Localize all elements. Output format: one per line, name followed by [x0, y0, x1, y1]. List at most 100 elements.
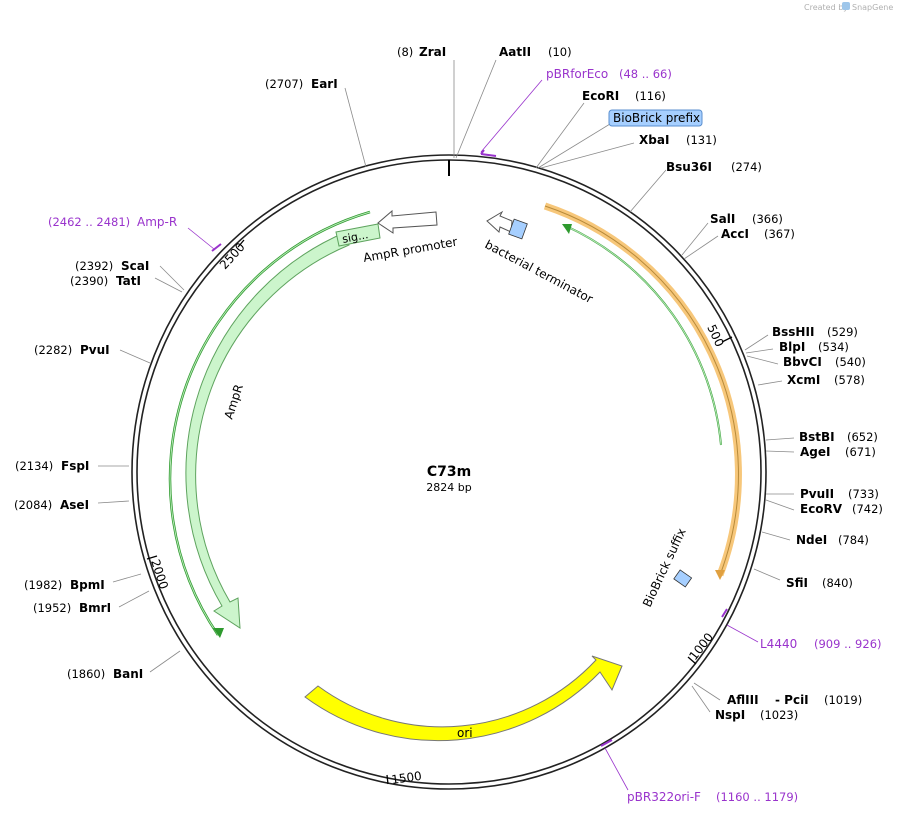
site-pos-pcii: (1019) — [824, 693, 862, 707]
site-name-pcii[interactable]: - PciI — [775, 693, 809, 707]
created-by-text: Created by — [804, 3, 848, 12]
site-pos-bsshii: (529) — [827, 325, 858, 339]
site-pos-bsu36i: (274) — [731, 160, 762, 174]
site-pos-ecori: (116) — [635, 89, 666, 103]
tick-label-2000: 2000 — [148, 558, 171, 591]
ori-feature-label: ori — [457, 726, 473, 740]
site-pos-bpmi: (1982) — [24, 578, 62, 592]
site-name-bani[interactable]: BanI — [113, 667, 143, 681]
site-name-pvui[interactable]: PvuI — [80, 343, 110, 357]
bacterial-terminator-label: bacterial terminator — [483, 237, 596, 306]
site-pos-bbvci: (540) — [835, 355, 866, 369]
ampr-feature-label: AmpR — [222, 382, 246, 420]
site-pos-ecorv: (742) — [852, 502, 883, 516]
site-name-bsshii[interactable]: BssHII — [772, 325, 814, 339]
green-arc-left-arrowhead — [213, 628, 224, 638]
site-name-tati[interactable]: TatI — [116, 274, 141, 288]
site-pos-blpi: (534) — [818, 340, 849, 354]
site-name-pvuii[interactable]: PvuII — [800, 487, 834, 501]
primer-range-pbr322ori-f: (1160 .. 1179) — [716, 790, 798, 804]
site-name-bsu36i[interactable]: Bsu36I — [666, 160, 712, 174]
site-pos-bstbi: (652) — [847, 430, 878, 444]
site-pos-scai: (2392) — [75, 259, 113, 273]
ampr-promoter-arrow — [377, 209, 438, 234]
site-name-bmri[interactable]: BmrI — [79, 601, 111, 615]
primer-mark-pbrforeco — [480, 149, 497, 157]
site-name-xcmi[interactable]: XcmI — [787, 373, 820, 387]
site-pos-asei: (2084) — [14, 498, 52, 512]
sig-feature-label: sig... — [341, 228, 369, 246]
site-pos-xcmi: (578) — [834, 373, 865, 387]
site-pos-pvui: (2282) — [34, 343, 72, 357]
site-pos-acci: (367) — [764, 227, 795, 241]
site-pos-tati: (2390) — [70, 274, 108, 288]
biobrick-prefix-box — [508, 218, 528, 240]
site-name-asei[interactable]: AseI — [60, 498, 89, 512]
primer-name-amp-r[interactable]: Amp-R — [137, 215, 177, 229]
sig-feature-box — [335, 223, 381, 247]
biobrick-prefix-label: BioBrick prefix — [613, 111, 700, 125]
ampr-feature-arrow — [185, 231, 350, 629]
site-name-eari[interactable]: EarI — [311, 77, 338, 91]
biobrick-prefix-label-box[interactable] — [608, 109, 703, 127]
primer-range-l4440: (909 .. 926) — [814, 637, 882, 651]
site-name-sali[interactable]: SalI — [710, 212, 735, 226]
site-name-ecori[interactable]: EcoRI — [582, 89, 619, 103]
site-name-bpmi[interactable]: BpmI — [70, 578, 105, 592]
site-name-acci[interactable]: AccI — [721, 227, 749, 241]
primer-mark-pbr322ori-f — [600, 739, 613, 747]
site-name-blpi[interactable]: BlpI — [779, 340, 805, 354]
site-pos-bmri: (1952) — [33, 601, 71, 615]
site-name-bbvci[interactable]: BbvCI — [783, 355, 822, 369]
primer-range-pbrforeco: (48 .. 66) — [619, 67, 672, 81]
site-pos-ndei: (784) — [838, 533, 869, 547]
site-name-sfii[interactable]: SfiI — [786, 576, 808, 590]
primer-name-l4440[interactable]: L4440 — [760, 637, 797, 651]
leader-lines — [97, 59, 795, 713]
site-pos-sali: (366) — [752, 212, 783, 226]
site-name-aatii[interactable]: AatII — [499, 45, 531, 59]
primer-name-pbr322ori-f[interactable]: pBR322ori-F — [627, 790, 701, 804]
site-name-fspi[interactable]: FspI — [61, 459, 89, 473]
tick-label-1000: 1000 — [686, 630, 716, 663]
site-name-zrai[interactable]: ZraI — [419, 45, 446, 59]
site-pos-eari: (2707) — [265, 77, 303, 91]
site-name-agei[interactable]: AgeI — [800, 445, 830, 459]
ori-feature-arrow — [304, 655, 623, 742]
primer-range-amp-r: (2462 .. 2481) — [48, 215, 130, 229]
biobrick-suffix-label: BioBrick suffix — [640, 526, 689, 609]
snapgene-logo-icon — [842, 2, 850, 10]
plasmid-length: 2824 bp — [426, 481, 471, 494]
site-name-ecorv[interactable]: EcoRV — [800, 502, 843, 516]
site-pos-nspi: (1023) — [760, 708, 798, 722]
bacterial-terminator-arrow — [486, 210, 513, 233]
site-name-nspi[interactable]: NspI — [715, 708, 745, 722]
site-pos-zrai: (8) — [397, 45, 413, 59]
plasmid-name: C73m — [427, 464, 471, 480]
site-pos-bani: (1860) — [67, 667, 105, 681]
site-pos-fspi: (2134) — [15, 459, 53, 473]
primer-mark-amp-r — [211, 243, 222, 252]
tick-label-1500: 1500 — [390, 769, 422, 787]
site-pos-pvuii: (733) — [848, 487, 879, 501]
site-name-ndei[interactable]: NdeI — [796, 533, 827, 547]
site-name-xbai[interactable]: XbaI — [639, 133, 669, 147]
bp-tick-2000: 2000 — [146, 555, 171, 591]
site-name-bstbi[interactable]: BstBI — [799, 430, 835, 444]
green-feature-arc-right-highlight — [565, 225, 722, 446]
biobrick-suffix-box — [673, 569, 693, 588]
site-pos-aatii: (10) — [548, 45, 572, 59]
primer-leader-lines — [187, 79, 759, 791]
backbone-outer-ring — [131, 154, 767, 790]
bp-tick-1000: 1000 — [686, 630, 716, 665]
site-name-afliii[interactable]: AflIII — [727, 693, 759, 707]
orange-arc-arrowhead — [715, 570, 725, 580]
bp-tick-1500: 1500 — [386, 769, 423, 787]
orange-feature-arc-outline — [544, 205, 739, 576]
site-name-scai[interactable]: ScaI — [121, 259, 149, 273]
primer-name-pbrforeco[interactable]: pBRforEco — [546, 67, 608, 81]
site-pos-sfii: (840) — [822, 576, 853, 590]
site-pos-agei: (671) — [845, 445, 876, 459]
snapgene-brand: SnapGene — [852, 3, 893, 12]
